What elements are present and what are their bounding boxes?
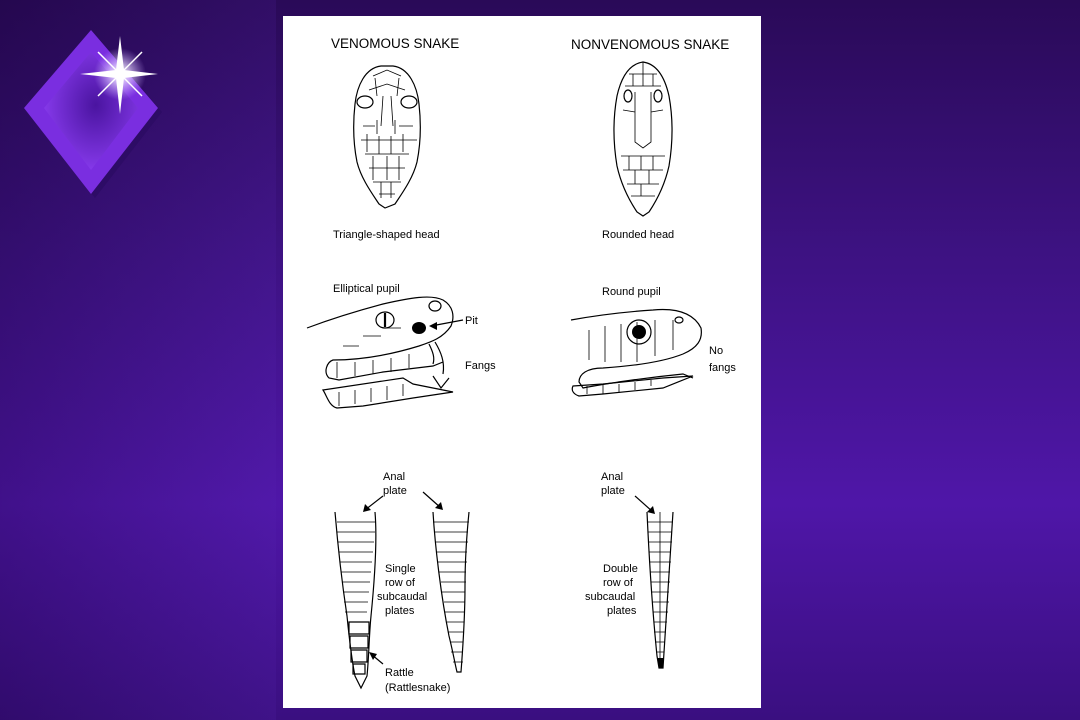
anal-plate-left-line2: plate: [383, 485, 407, 497]
arrowhead-left-b: [435, 502, 443, 510]
single-row-line2: row of: [385, 577, 416, 589]
venomous-header: VENOMOUS SNAKE: [331, 36, 459, 51]
arrowhead-right: [647, 506, 655, 514]
nonvenomous-head-top-view: [613, 61, 673, 217]
venomous-head-side-view: [306, 296, 454, 409]
rounded-head-label: Rounded head: [602, 229, 674, 241]
snake-diagram: VENOMOUS SNAKE NONVENOMOUS SNAKE Triangl…: [306, 36, 736, 694]
anal-plate-right-line1: Anal: [601, 471, 623, 483]
rattle-label-line2: (Rattlesnake): [385, 682, 450, 694]
venomous-tail: [432, 511, 470, 673]
rattle-arrowhead: [369, 652, 377, 660]
single-row-line1: Single: [385, 563, 416, 575]
double-row-line1: Double: [603, 563, 638, 575]
diamond-sparkle-icon: [24, 30, 162, 198]
anal-plate-left-line1: Anal: [383, 471, 405, 483]
pit-label: Pit: [465, 315, 478, 327]
venomous-tail-rattlesnake: [334, 511, 377, 690]
venomous-head-top-view: [353, 65, 421, 209]
round-pupil-label: Round pupil: [602, 286, 661, 298]
elliptical-pupil-label: Elliptical pupil: [333, 283, 400, 295]
rattle-label-line1: Rattle: [385, 667, 414, 679]
snake-diagram-card: VENOMOUS SNAKE NONVENOMOUS SNAKE Triangl…: [283, 16, 761, 708]
anal-plate-right-line2: plate: [601, 485, 625, 497]
single-row-line4: plates: [385, 605, 415, 617]
arrowhead-left-a: [363, 504, 371, 512]
no-fangs-label-line2: fangs: [709, 362, 736, 374]
nonvenomous-header: NONVENOMOUS SNAKE: [571, 37, 729, 52]
double-row-line3: subcaudal: [585, 591, 635, 603]
no-fangs-label-line1: No: [709, 345, 723, 357]
single-row-line3: subcaudal: [377, 591, 427, 603]
fangs-label: Fangs: [465, 360, 496, 372]
nonvenomous-tail: [646, 511, 674, 669]
double-row-line4: plates: [607, 605, 637, 617]
double-row-line2: row of: [603, 577, 634, 589]
pit-arrowhead: [429, 322, 437, 330]
nonvenomous-head-side-view: [570, 308, 702, 397]
triangle-head-label: Triangle-shaped head: [333, 229, 440, 241]
